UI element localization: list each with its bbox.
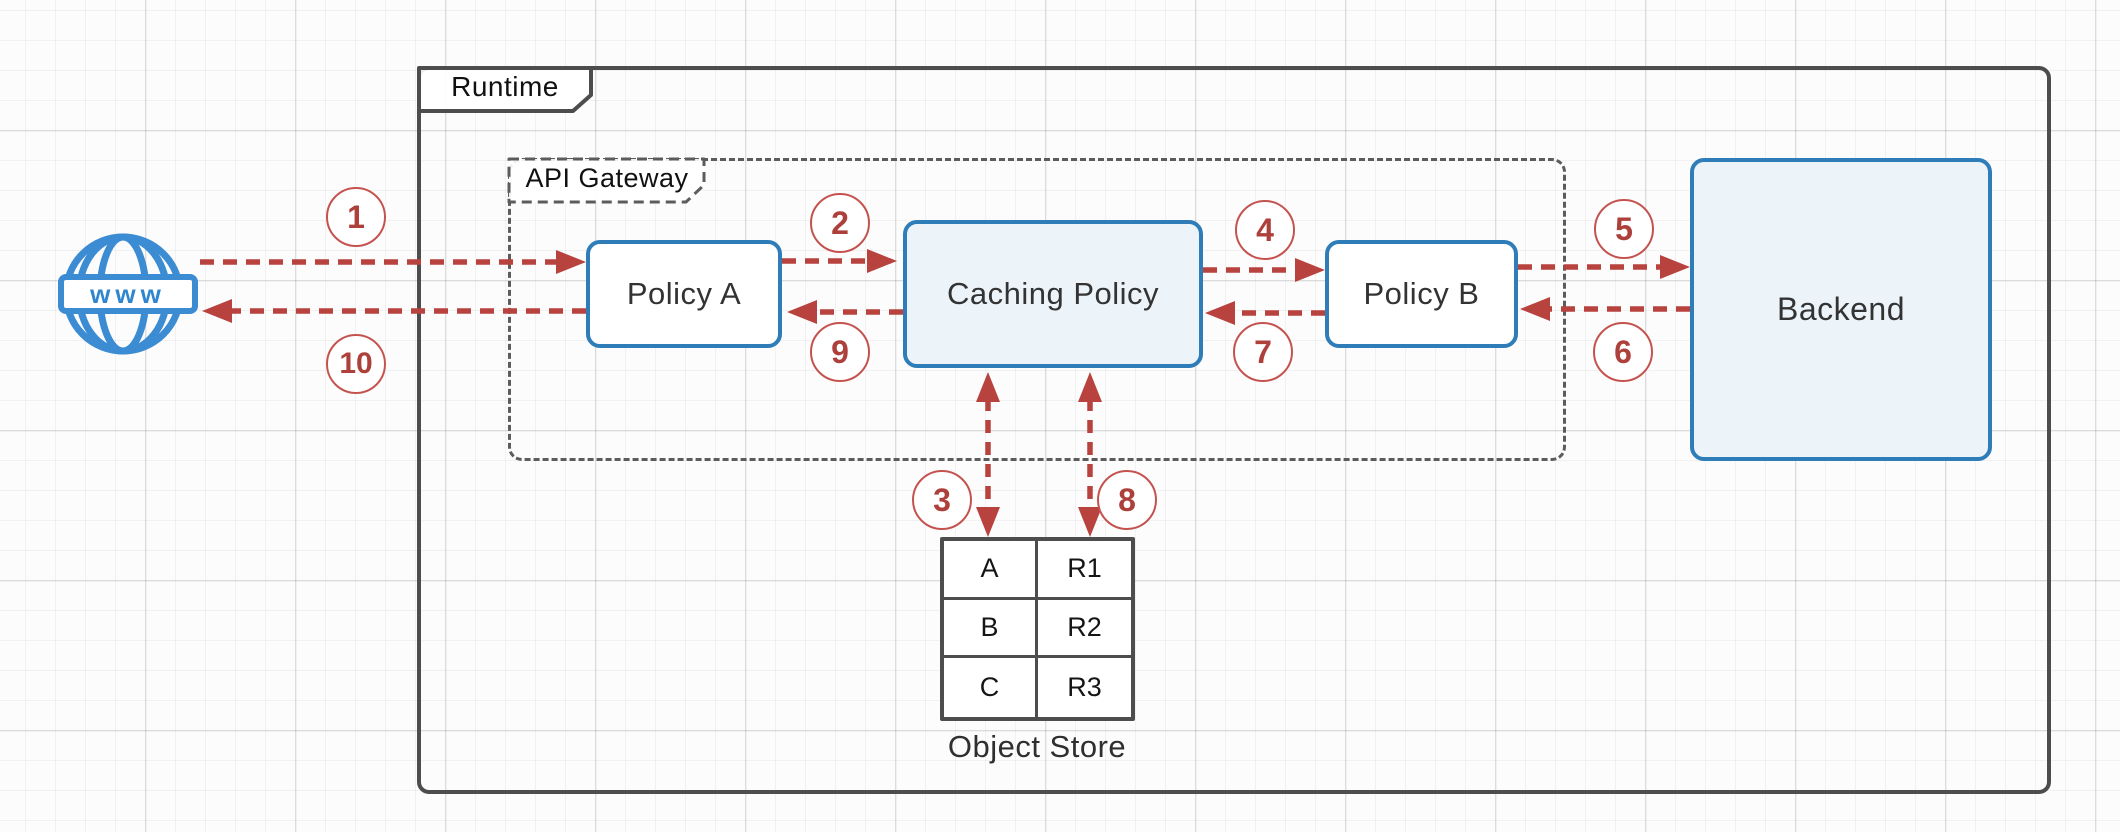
node-backend[interactable]: Backend	[1690, 158, 1992, 461]
runtime-label-tab[interactable]: Runtime	[415, 64, 595, 115]
arrow-head-left	[202, 299, 232, 323]
runtime-tab-shape	[417, 66, 593, 113]
api-gateway-label: API Gateway	[525, 162, 689, 193]
api-gateway-tab-shape	[507, 157, 706, 204]
flow-badge-10[interactable]: 10	[326, 334, 386, 394]
flow-badge-2[interactable]: 2	[810, 193, 870, 253]
flow-badge-1[interactable]: 1	[326, 187, 386, 247]
runtime-container[interactable]	[417, 66, 2051, 794]
object-store-label: Object Store	[947, 729, 1127, 764]
backend-label: Backend	[1776, 291, 1906, 327]
flow-badge-9[interactable]: 9	[810, 322, 870, 382]
www-banner: www	[58, 274, 198, 314]
node-caching-policy[interactable]: Caching Policy	[903, 220, 1203, 368]
object-store-cell: R1	[1038, 541, 1131, 600]
flow-badge-5[interactable]: 5	[1594, 199, 1654, 259]
caching-policy-label: Caching Policy	[946, 276, 1160, 311]
policy-b-label: Policy B	[1363, 276, 1480, 311]
node-policy-a[interactable]: Policy A	[586, 240, 782, 348]
object-store-cell: B	[944, 599, 1038, 659]
flow-badge-8[interactable]: 8	[1097, 470, 1157, 530]
node-policy-b[interactable]: Policy B	[1325, 240, 1518, 348]
flow-badge-6[interactable]: 6	[1593, 322, 1653, 382]
object-store-cell: A	[944, 541, 1038, 600]
www-label: www	[90, 279, 166, 309]
object-store-cell: C	[944, 658, 1038, 717]
runtime-label: Runtime	[451, 70, 559, 102]
object-store-cell: R2	[1038, 600, 1131, 659]
flow-badge-4[interactable]: 4	[1235, 200, 1295, 260]
flow-badge-7[interactable]: 7	[1233, 322, 1293, 382]
policy-a-label: Policy A	[626, 276, 742, 311]
object-store-cell: R3	[1067, 672, 1102, 703]
api-gateway-label-tab[interactable]: API Gateway	[506, 156, 708, 206]
object-store-table[interactable]: A R1 B R2 C R3	[940, 537, 1135, 721]
flow-badge-3[interactable]: 3	[912, 470, 972, 530]
